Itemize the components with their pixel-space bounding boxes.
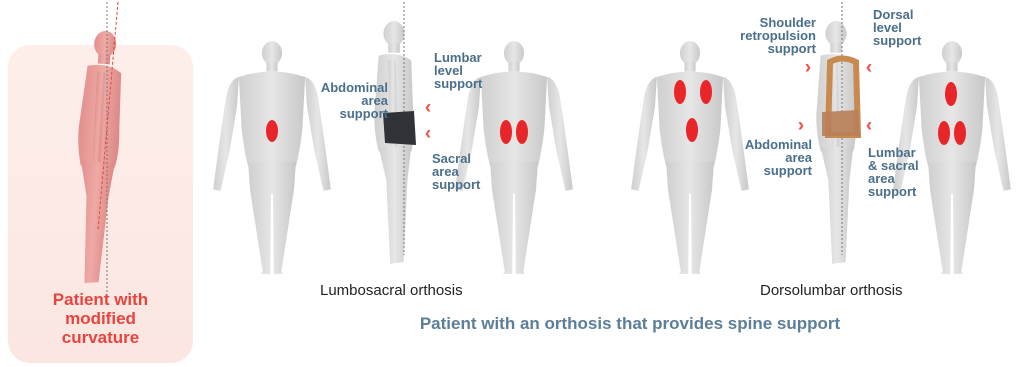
support-spot: [938, 121, 950, 145]
shoulder-retropulsion-label: Shoulder retropulsion support: [720, 16, 816, 55]
support-spot: [516, 120, 528, 144]
dorsal-level-label: Dorsal level support: [873, 8, 921, 47]
lumbar-sacral-label: Lumbar & sacral area support: [868, 146, 919, 198]
support-spot: [700, 80, 712, 104]
dorsolumbar-abdominal-label: Abdominal area support: [722, 138, 812, 177]
curved-patient-figure: [68, 30, 127, 285]
dorsolumbar-caption: Dorsolumbar orthosis: [760, 282, 903, 299]
support-spot: [266, 120, 278, 142]
support-spot: [674, 80, 686, 104]
dorsolumbar-brace-belt: [822, 110, 860, 136]
sacral-area-label: Sacral area support: [432, 152, 480, 191]
lumbosacral-caption: Lumbosacral orthosis: [320, 282, 463, 299]
main-caption: Patient with an orthosis that provides s…: [370, 314, 890, 334]
support-spot: [686, 118, 698, 142]
support-spot: [945, 82, 957, 106]
support-spot: [954, 121, 966, 145]
lumbar-level-label: Lumbar level support: [434, 51, 482, 90]
abdominal-area-label: Abdominal area support: [300, 81, 388, 120]
support-spot: [500, 120, 512, 144]
modified-curvature-label: Patient with modified curvature: [8, 290, 193, 347]
lumbosacral-front-figure: [213, 41, 331, 274]
